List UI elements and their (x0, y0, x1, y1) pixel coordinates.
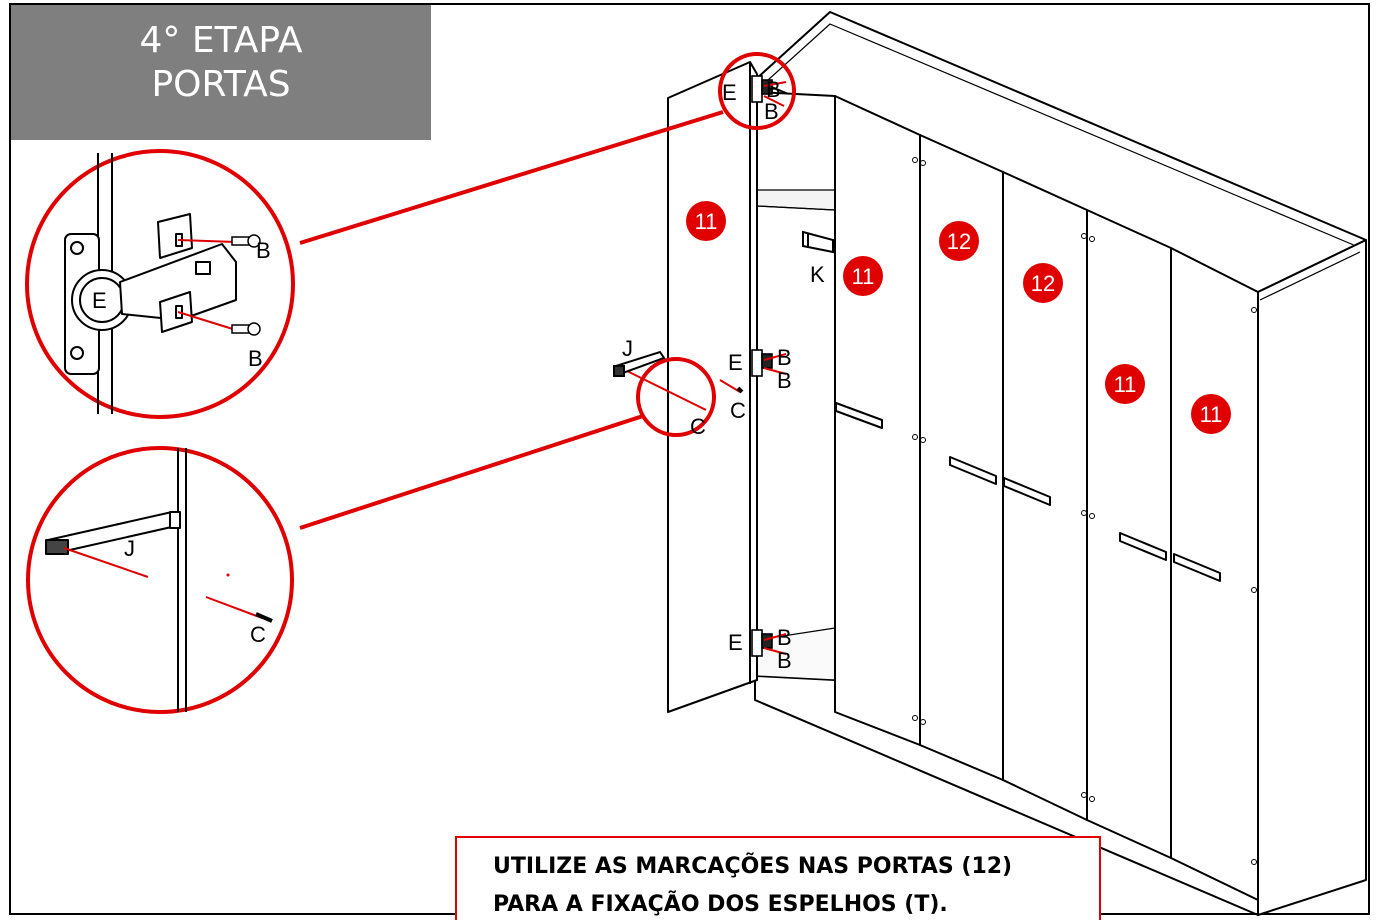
door-badge (686, 201, 726, 241)
label-screw-b: B (777, 648, 792, 673)
door-hinges (751, 75, 773, 657)
hinge-e (751, 75, 763, 103)
label-screw-c: C (250, 622, 266, 647)
clothes-rod-k (802, 230, 834, 254)
stage-number: 4° ETAPA (139, 20, 303, 61)
hinge-markers (912, 157, 1257, 865)
callout-leaders (299, 110, 724, 530)
label-screw-b: B (777, 345, 792, 370)
label-screw-c: C (690, 414, 706, 439)
label-rod-k: K (810, 262, 825, 287)
label-screw-b: B (248, 346, 263, 371)
handle-j (1119, 532, 1167, 561)
screw-c (736, 386, 744, 394)
mirror-note: UTILIZE AS MARCAÇÕES NAS PORTAS (12) PAR… (455, 836, 1101, 920)
note-line-1: UTILIZE AS MARCAÇÕES NAS PORTAS (12) (493, 854, 1013, 879)
label-hinge-e: E (728, 350, 743, 375)
handle-j (949, 456, 997, 485)
door-badge-number: 11 (852, 264, 875, 289)
wardrobe-body (754, 11, 1367, 916)
label-screw-b: B (777, 625, 792, 650)
label-hinge-e: E (728, 630, 743, 655)
handle-j (1173, 553, 1221, 582)
door-badge (1023, 263, 1063, 303)
door-number-badges: 11 11 12 12 11 11 (686, 201, 1231, 434)
door-badge (843, 256, 883, 296)
door-badge-number: 12 (1031, 271, 1055, 296)
label-screw-b: B (766, 77, 781, 102)
detail-handle (26, 446, 294, 714)
door-badge (1191, 394, 1231, 434)
label-hinge-e: E (722, 80, 737, 105)
handle-j (1003, 477, 1051, 506)
hinge-e (751, 349, 763, 377)
label-screw-b: B (256, 238, 271, 263)
label-handle-j: J (124, 536, 135, 561)
note-line-2: PARA A FIXAÇÃO DOS ESPELHOS (T). (493, 892, 948, 917)
door-badge-number: 11 (1200, 402, 1223, 427)
label-hinge-e: E (92, 288, 107, 313)
label-screw-b: B (764, 99, 779, 124)
label-screw-c: C (730, 398, 746, 423)
door-handles (835, 402, 1221, 582)
screw-arrows (624, 81, 787, 655)
door-badge (1105, 364, 1145, 404)
stage-header: 4° ETAPA PORTAS (11, 5, 431, 140)
door-panel (1086, 209, 1172, 859)
door-badge-number: 11 (1114, 372, 1137, 397)
door-badge-number: 11 (695, 209, 718, 234)
callout-circles (636, 52, 796, 437)
door-badge (939, 221, 979, 261)
part-labels: E B B E B B E B B J C C K B E B J C (92, 77, 825, 673)
handle-j (835, 402, 883, 429)
loose-handle-j (613, 350, 666, 377)
detail-hinge (25, 149, 295, 419)
door-badge-number: 12 (947, 229, 971, 254)
label-handle-j: J (622, 336, 633, 361)
stage-title: PORTAS (151, 64, 291, 105)
hinge-e (751, 629, 763, 657)
label-screw-b: B (777, 368, 792, 393)
